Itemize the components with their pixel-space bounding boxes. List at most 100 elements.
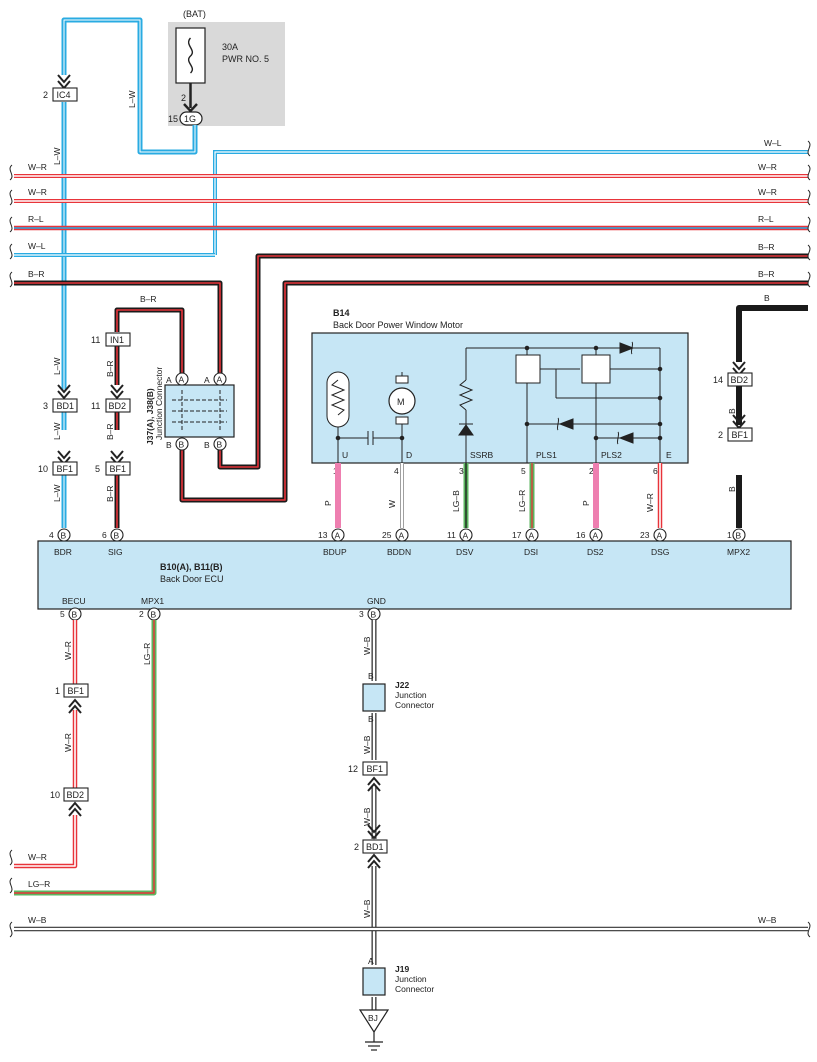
wire-label: LG–R <box>28 879 50 889</box>
ecu-pin-num: 4 <box>49 530 54 540</box>
ecu-pin-num: 17 <box>512 530 522 540</box>
ecu-pin-num: 1 <box>727 530 732 540</box>
connector-bd1-pin: 3 <box>43 401 48 411</box>
connector-bd2-pin: 11 <box>91 401 100 411</box>
connector-bd1-pin: 2 <box>354 842 359 852</box>
motor-pin-name: SSRB <box>470 450 493 460</box>
junction-pin-b <box>213 437 227 451</box>
ecu-pin-conn: A <box>399 531 405 541</box>
connector-bf1-pin: 1 <box>55 686 60 696</box>
chevron-down-icon <box>57 74 71 90</box>
ecu-pin-name: MPX2 <box>727 547 750 557</box>
connector-bf1-label: BF1 <box>367 764 384 774</box>
wire-label: L–W <box>52 358 62 375</box>
junction-pin-label: B <box>217 440 223 450</box>
wire-label: W–R <box>645 493 655 512</box>
fuse-name: PWR NO. 5 <box>222 54 269 64</box>
wire-label: L–W <box>127 91 137 108</box>
harness-wl-top <box>213 150 808 255</box>
connector-bf1 <box>362 761 388 776</box>
wire-label: B <box>727 486 737 492</box>
connector-bd2 <box>63 787 89 802</box>
wire-label: P <box>581 500 591 506</box>
wire-label: B–R <box>105 485 115 502</box>
harness-label: R–L <box>28 214 44 224</box>
connector-bf1 <box>105 461 131 476</box>
wire-mpx1 <box>14 620 157 896</box>
wire-label: W–R <box>28 852 47 862</box>
j22-code: J22 <box>395 680 409 690</box>
ecu-code: B10(A), B11(B) <box>160 562 223 572</box>
fuse-rating: 30A <box>222 42 238 52</box>
ecu-pin-num: 2 <box>139 609 144 619</box>
wire-label: B <box>764 293 770 303</box>
connector-bf1-pin: 10 <box>38 464 48 474</box>
ecu-pin-name: DSG <box>651 547 669 557</box>
motor-ecu-wires <box>335 463 663 528</box>
connector-bd1-label: BD1 <box>366 842 384 852</box>
connector-bd2-pin: 14 <box>713 375 723 385</box>
motor-pin-num: 6 <box>653 466 658 476</box>
wire-sig <box>114 307 185 528</box>
wire-lw <box>61 17 198 528</box>
chevron-down-icon <box>110 384 124 400</box>
junction-connector-j22 <box>362 683 386 712</box>
harness-label: W–R <box>28 187 47 197</box>
chevron-up-icon <box>367 853 381 869</box>
ecu-pin-num: 23 <box>640 530 650 540</box>
fuse-pin-label: 2 <box>181 93 186 103</box>
ecu-pin-name: BDDN <box>387 547 411 557</box>
ecu-pin-name: DSV <box>456 547 474 557</box>
wire-label: B <box>368 671 374 681</box>
wire-label: LG–R <box>142 643 152 665</box>
connector-1g-pin: 15 <box>168 114 178 124</box>
junction-pin-side: A <box>166 375 172 385</box>
chevron-down-icon <box>183 103 198 113</box>
connector-bf1-label: BF1 <box>68 686 85 696</box>
chevron-up-icon <box>68 698 82 714</box>
junction-name: Junction Connector <box>154 367 164 440</box>
ecu-name: Back Door ECU <box>160 574 224 584</box>
ecu-pin-conn: B <box>736 531 742 541</box>
motor-pin-num: 4 <box>394 466 399 476</box>
ground-point-icon <box>358 1009 390 1034</box>
wire-label: B <box>727 408 737 414</box>
motor-pin-name: PLS2 <box>601 450 622 460</box>
connector-bd1 <box>52 398 78 413</box>
connector-1g <box>179 111 203 126</box>
connector-bd2-label: BD2 <box>731 375 749 385</box>
motor-pin-name: U <box>342 450 348 460</box>
motor-pin-name: D <box>406 450 412 460</box>
connector-bf1-label: BF1 <box>732 430 749 440</box>
harness-label: W–B <box>758 915 777 925</box>
harness-br-right <box>217 253 808 470</box>
harness-label: B–R <box>758 242 775 252</box>
ecu-pin-num: 25 <box>382 530 392 540</box>
ecu-pin-conn: A <box>335 531 341 541</box>
harness-label: W–B <box>28 915 47 925</box>
junction-pin-label: B <box>179 440 185 450</box>
ecu-pin-num: 16 <box>576 530 586 540</box>
ecu-pin-conn: A <box>529 531 535 541</box>
connector-bf1-pin: 5 <box>95 464 100 474</box>
j19-name: Junction <box>395 974 427 984</box>
j19-code: J19 <box>395 964 409 974</box>
connector-in1-label: IN1 <box>110 335 124 345</box>
connector-bd1-label: BD1 <box>57 401 75 411</box>
junction-connector-j19 <box>362 967 386 996</box>
ecu-pin-name: MPX1 <box>141 596 164 606</box>
motor-code: B14 <box>333 308 350 318</box>
wire-label: P <box>323 500 333 506</box>
fuse-element-icon <box>187 37 194 74</box>
bat-label: (BAT) <box>183 9 206 19</box>
ecu-pin-conn: A <box>463 531 469 541</box>
motor-pin-num: 5 <box>521 466 526 476</box>
junction-pin-a <box>213 372 227 386</box>
ecu-top-pins <box>57 528 746 542</box>
connector-bd2-pin: 10 <box>50 790 60 800</box>
connector-in1 <box>105 332 131 347</box>
junction-pin-side: B <box>204 440 210 450</box>
j22-name: Connector <box>395 700 434 710</box>
motor-pin-num: 3 <box>459 466 464 476</box>
